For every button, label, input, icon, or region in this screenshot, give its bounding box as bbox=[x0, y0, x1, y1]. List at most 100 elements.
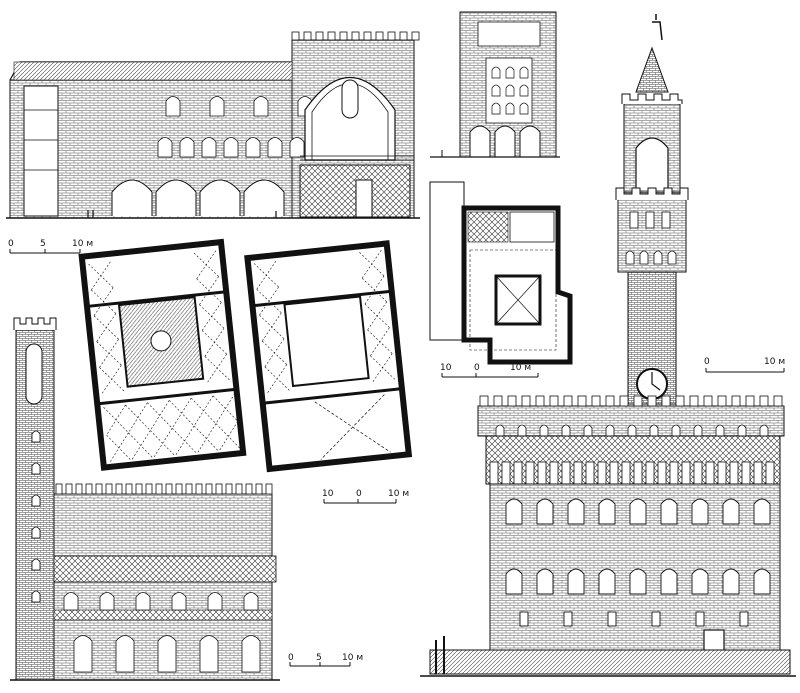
scale-label: 10 bbox=[322, 489, 334, 499]
corbel bbox=[681, 461, 691, 485]
corbel bbox=[693, 461, 703, 485]
corbel bbox=[753, 461, 763, 485]
gallery-window bbox=[583, 424, 593, 439]
palace-window bbox=[536, 568, 554, 595]
tower-window bbox=[491, 66, 501, 79]
merlon bbox=[115, 483, 123, 495]
palace-window bbox=[722, 498, 740, 525]
corbel bbox=[669, 461, 679, 485]
palace-window bbox=[753, 568, 771, 595]
vault-line bbox=[96, 339, 122, 368]
arcade-arch bbox=[243, 179, 285, 216]
gallery-window bbox=[495, 424, 505, 439]
arcade-arch bbox=[199, 179, 241, 216]
merlon bbox=[745, 395, 755, 407]
merlon bbox=[689, 395, 699, 407]
palace-window bbox=[660, 498, 678, 525]
small-window bbox=[739, 611, 749, 627]
merlon bbox=[215, 483, 223, 495]
vault-line bbox=[364, 301, 390, 331]
merlon bbox=[731, 395, 741, 407]
scale-label: 0 bbox=[288, 653, 294, 663]
gallery-window bbox=[517, 424, 527, 439]
upper-window bbox=[253, 96, 269, 117]
vault-line bbox=[215, 421, 241, 452]
vault-line bbox=[147, 400, 173, 431]
tower-window bbox=[519, 84, 529, 97]
palace-window bbox=[598, 568, 616, 595]
tower-window bbox=[31, 494, 41, 507]
merlon bbox=[75, 483, 83, 495]
tower-window bbox=[31, 430, 41, 443]
upper-window bbox=[165, 96, 181, 117]
merlon bbox=[363, 31, 372, 41]
palace-window bbox=[536, 498, 554, 525]
palace-window bbox=[660, 568, 678, 595]
palace-window bbox=[691, 498, 709, 525]
vault-line bbox=[171, 425, 198, 457]
vault-line bbox=[93, 313, 119, 342]
vault-line bbox=[169, 397, 195, 429]
loggia-arch bbox=[223, 137, 239, 158]
tower-window bbox=[653, 250, 663, 265]
merlon bbox=[647, 395, 657, 407]
merlon bbox=[375, 31, 384, 41]
vault-line bbox=[256, 286, 282, 316]
merlon bbox=[245, 483, 253, 495]
loggia-arch bbox=[267, 137, 283, 158]
palace-window bbox=[207, 592, 223, 611]
scale-label: 5 bbox=[40, 239, 46, 249]
merlon bbox=[387, 31, 396, 41]
palace-window bbox=[171, 592, 187, 611]
door-arch bbox=[73, 635, 93, 673]
vault-line bbox=[253, 260, 279, 290]
scale-bar-tower: 0 10 м bbox=[704, 357, 785, 373]
merlon bbox=[633, 395, 643, 407]
corbel bbox=[561, 461, 571, 485]
gallery-window bbox=[539, 424, 549, 439]
gallery-window bbox=[693, 424, 703, 439]
door-arch bbox=[157, 635, 177, 673]
scale-label: 0 bbox=[704, 357, 710, 367]
loggia-arch bbox=[245, 137, 261, 158]
tower-window bbox=[31, 558, 41, 571]
scale-bar-center: 10 0 10 м bbox=[322, 489, 409, 504]
merlon bbox=[577, 395, 587, 407]
merlon bbox=[185, 483, 193, 495]
merlon bbox=[703, 395, 713, 407]
corbel bbox=[597, 461, 607, 485]
tower-section-drawing bbox=[430, 11, 560, 158]
vault-line bbox=[128, 430, 154, 461]
vault-line bbox=[193, 250, 219, 279]
vault-line bbox=[106, 432, 132, 464]
gallery-window bbox=[627, 424, 637, 439]
corbel bbox=[705, 461, 715, 485]
tower-window bbox=[31, 590, 41, 603]
merlon bbox=[205, 483, 213, 495]
corbel bbox=[537, 461, 547, 485]
door-arch bbox=[199, 635, 219, 673]
small-window bbox=[607, 611, 617, 627]
merlon bbox=[773, 395, 783, 407]
tower-window bbox=[645, 211, 655, 229]
corbel bbox=[525, 461, 535, 485]
merlon bbox=[291, 31, 300, 41]
tower-window bbox=[491, 84, 501, 97]
door-arch bbox=[241, 635, 261, 673]
vault-line bbox=[196, 276, 222, 305]
gallery-window bbox=[715, 424, 725, 439]
vault-line bbox=[91, 287, 117, 316]
vault-line bbox=[359, 249, 385, 279]
scale-label: 10 м bbox=[342, 653, 363, 663]
palace-window bbox=[99, 592, 115, 611]
palace-window bbox=[722, 568, 740, 595]
merlon bbox=[411, 31, 420, 41]
vault-line bbox=[261, 338, 287, 368]
corbel bbox=[573, 461, 583, 485]
scale-label: 10 м bbox=[764, 357, 785, 367]
corbel bbox=[549, 461, 559, 485]
merlon bbox=[195, 483, 203, 495]
merlon bbox=[717, 395, 727, 407]
merlon bbox=[759, 395, 769, 407]
merlon bbox=[339, 31, 348, 41]
